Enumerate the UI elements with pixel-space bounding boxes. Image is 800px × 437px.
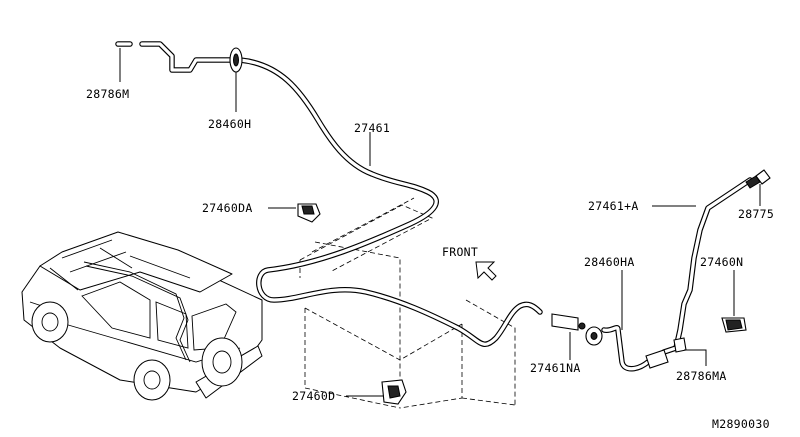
label-27460da: 27460DA — [202, 201, 253, 215]
label-27460n: 27460N — [700, 255, 743, 269]
label-27460d: 27460D — [292, 389, 335, 403]
label-28460h: 28460H — [208, 117, 251, 131]
clip-27460da — [297, 203, 321, 223]
label-28786m: 28786M — [86, 87, 129, 101]
joint-28786ma — [645, 337, 687, 369]
washer-tube-27461 — [115, 41, 543, 347]
label-27461-a: 27461+A — [588, 199, 639, 213]
connector-27461na — [551, 313, 586, 331]
label-27461: 27461 — [354, 121, 390, 135]
front-arrow-icon — [475, 261, 497, 281]
clip-27460n — [721, 317, 747, 333]
label-front: FRONT — [442, 245, 478, 259]
diagram-code: M2890030 — [712, 417, 770, 431]
part-labels: 28786M 28460H 27461 27460DA 27461+A 2877… — [86, 87, 774, 431]
dashed-reference-lines — [299, 197, 516, 409]
label-28786ma: 28786MA — [676, 369, 727, 383]
vehicle-illustration — [21, 231, 263, 401]
check-valve-28460ha — [585, 326, 603, 346]
grommet-28460h — [229, 47, 243, 73]
label-28775: 28775 — [738, 207, 774, 221]
nozzle-28775 — [745, 169, 771, 189]
leader-lines — [119, 48, 761, 397]
front-direction-indicator — [475, 261, 497, 281]
label-28460ha: 28460HA — [584, 255, 635, 269]
clip-27460d — [381, 379, 407, 405]
label-27461na: 27461NA — [530, 361, 581, 375]
part-shapes — [229, 47, 771, 405]
